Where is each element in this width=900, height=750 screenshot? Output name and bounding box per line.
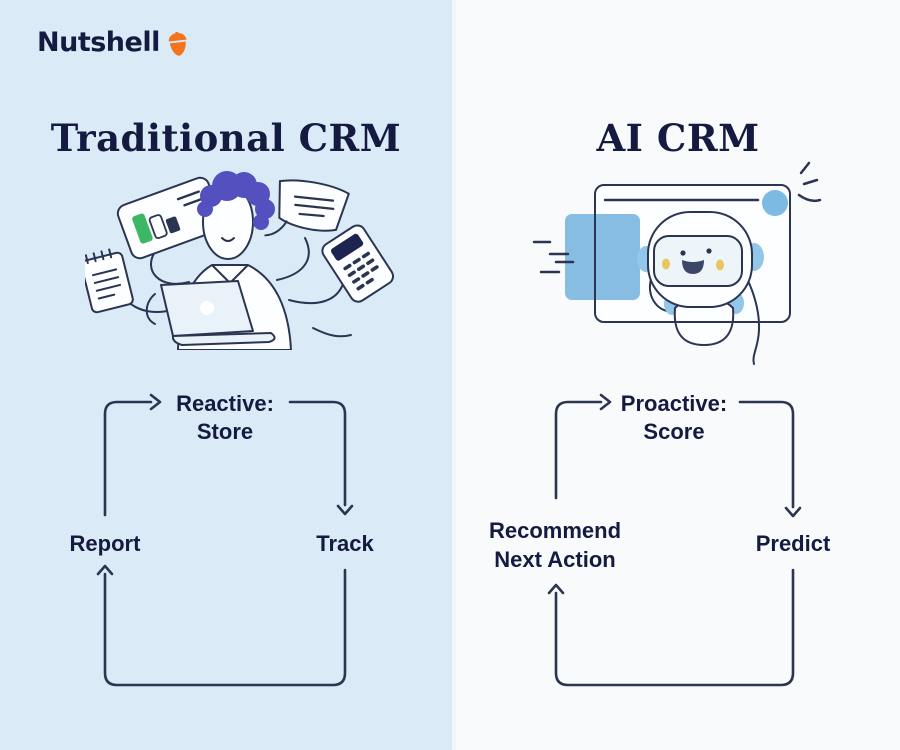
speech-bubble-icon [264,179,350,237]
robot-smile [682,260,704,274]
acorn-icon [168,32,187,56]
ai-cycle-left-line2: Next Action [494,547,616,572]
browser-window-border [594,184,791,323]
panel-divider [452,0,456,750]
bar-chart-card-icon [116,176,224,260]
arrowhead-up [547,583,565,595]
traditional-crm-title: Traditional CRM [50,115,402,160]
sparkle-lines [797,161,822,203]
notepad-icon [85,248,134,314]
robot-face-screen [653,235,743,287]
arrowhead-right [599,393,612,411]
arrowhead-down [336,504,354,516]
arrowhead-down [784,506,802,518]
ai-cycle-left-line1: Recommend [488,518,622,543]
blue-panel [565,214,640,300]
traditional-cycle-right-label: Track [316,531,374,556]
robot-eye [680,250,686,256]
arrowhead-right [149,393,162,411]
traditional-cycle-top-line2: Store [196,419,254,444]
ai-cycle-top-line1: Proactive: [620,391,728,416]
robot-illustration [532,161,822,365]
robot-figure [637,211,764,365]
ai-crm-panel [456,0,900,750]
curly-hair [197,171,275,230]
laptop-icon [145,280,352,346]
traditional-cycle-left-label: Report [69,531,141,556]
traditional-crm-panel [0,0,452,750]
ai-cycle-arrows [547,393,802,687]
ai-crm-title: AI CRM [596,115,760,160]
traditional-cycle-top-label: Reactive: Store [145,390,305,446]
ai-cycle-left-label: Recommend Next Action [468,516,642,574]
nutshell-logo-text: Nutshell [37,27,160,58]
calculator-icon [321,224,395,303]
multitasking-person-illustration [85,171,395,350]
nutshell-logo: Nutshell [37,29,188,57]
traditional-cycle-arrows [96,393,354,687]
ai-cycle-right-label: Predict [755,531,831,556]
arrowhead-up [96,564,114,576]
speed-lines [532,240,575,274]
robot-eye [706,248,712,254]
traditional-cycle-top-line1: Reactive: [176,391,274,416]
ai-cycle-top-label: Proactive: Score [594,390,754,446]
browser-dot [762,190,788,216]
ai-cycle-top-line2: Score [643,419,705,444]
